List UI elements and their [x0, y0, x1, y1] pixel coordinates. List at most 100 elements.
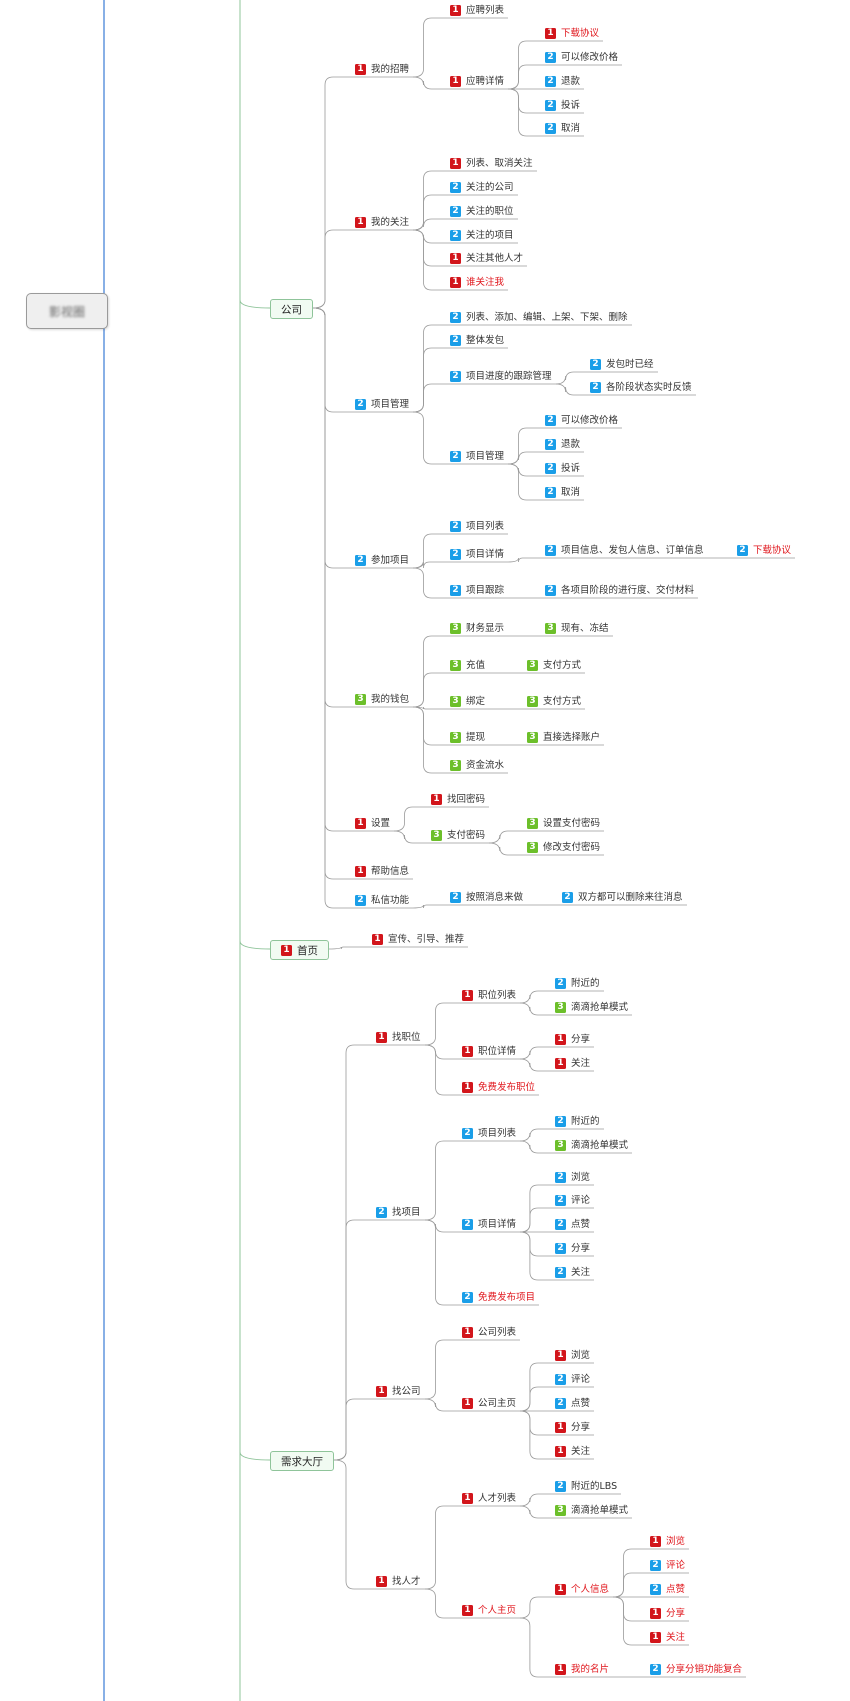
- branch-b-company[interactable]: 公司: [270, 299, 313, 319]
- node-label: 分享: [571, 1422, 591, 1433]
- branch-b-demand[interactable]: 需求大厅: [270, 1451, 334, 1471]
- root-node[interactable]: 影视圈: [26, 293, 108, 329]
- edge-line: [507, 451, 543, 465]
- priority-badge: 2: [590, 359, 601, 370]
